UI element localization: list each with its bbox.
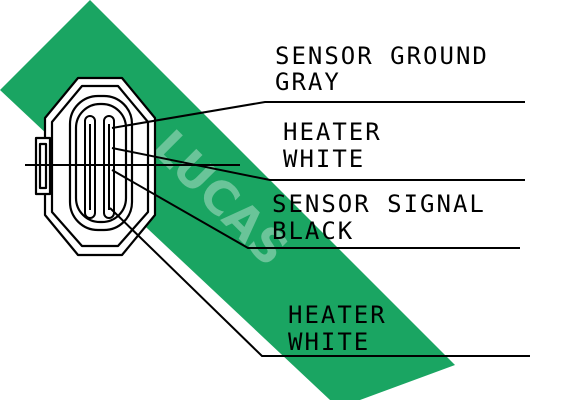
connector-pins bbox=[84, 115, 115, 219]
label-sensor-ground-name: SENSOR GROUND bbox=[275, 42, 489, 70]
leader-heater-1 bbox=[111, 147, 525, 181]
leader-heater-2 bbox=[109, 207, 530, 357]
label-sensor-signal-wire: BLACK bbox=[272, 217, 354, 245]
label-heater-2-wire: WHITE bbox=[288, 328, 370, 356]
label-heater-1-name: HEATER bbox=[283, 118, 382, 146]
leader-lines bbox=[109, 101, 530, 357]
label-heater-2-name: HEATER bbox=[288, 301, 387, 329]
leader-sensor-signal bbox=[111, 169, 520, 249]
labels: SENSOR GROUND GRAY HEATER WHITE SENSOR S… bbox=[272, 42, 489, 356]
label-heater-1-wire: WHITE bbox=[283, 145, 365, 173]
label-sensor-signal-name: SENSOR SIGNAL bbox=[272, 190, 486, 218]
label-sensor-ground-wire: GRAY bbox=[275, 68, 341, 96]
leader-sensor-ground bbox=[111, 101, 525, 129]
pin-cavity bbox=[68, 94, 134, 232]
connector-inner-shell bbox=[50, 84, 150, 248]
